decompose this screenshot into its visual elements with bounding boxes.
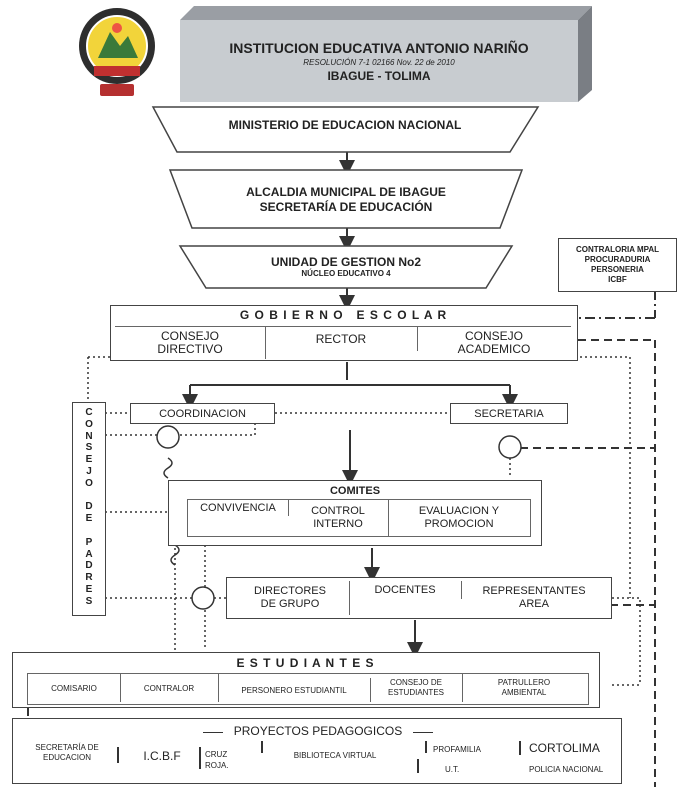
unidad-line-2: NÚCLEO EDUCATIVO 4 [301, 269, 391, 278]
ministerio-label: MINISTERIO DE EDUCACION NACIONAL [228, 118, 462, 132]
comite-convivencia: CONVIVENCIA [188, 500, 289, 516]
directivo-line-2: DIRECTIVO [157, 342, 223, 356]
alcaldia-line-1: ALCALDIA MUNICIPAL DE IBAGUE [246, 185, 446, 199]
header-3d-box: INSTITUCION EDUCATIVA ANTONIO NARIÑO RES… [180, 6, 600, 102]
docentes-box: DIRECTORES DE GRUPO DOCENTES REPRESENTAN… [226, 577, 612, 619]
academico-line-2: ACADEMICO [457, 342, 531, 356]
consejo-padres-letter: P [85, 536, 93, 548]
consejo-padres-letter: A [85, 548, 93, 560]
alcaldia-label: ALCALDIA MUNICIPAL DE IBAGUE SECRETARÍA … [170, 185, 522, 215]
directivo-line-1: CONSEJO [160, 329, 219, 343]
consejo-padres-letter [88, 490, 91, 502]
alcaldia-line-2: SECRETARÍA DE EDUCACIÓN [259, 200, 433, 214]
alcaldia-shape [168, 169, 524, 229]
secretaria-box: SECRETARIA [450, 403, 568, 424]
consejo-padres-letter: O [85, 418, 93, 430]
consejo-padres-letter: R [85, 572, 93, 584]
gobierno-title: G O B I E R N O E S C O L A R [239, 308, 448, 322]
consejo-padres-letter: D [85, 560, 93, 572]
consejo-directivo: CONSEJO DIRECTIVO [115, 327, 266, 359]
cruz-1: CRUZ [205, 750, 228, 759]
consejo-academico: CONSEJO ACADEMICO [417, 327, 571, 359]
directores-1: DIRECTORES [254, 585, 326, 597]
coordinacion-box: COORDINACION [130, 403, 275, 424]
unidad-line-1: UNIDAD DE GESTION No2 [270, 255, 421, 269]
comite-evaluacion: EVALUACION Y PROMOCION [388, 500, 530, 536]
patrullero-ambiental: PATRULLERO AMBIENTAL [462, 674, 586, 702]
proy-cortolima: CORTOLIMA [529, 741, 600, 755]
proy-profamilia: PROFAMILIA [433, 745, 482, 754]
proy-secretaria: SECRETARÍA DE EDUCACION [19, 743, 115, 763]
rector: RECTOR [265, 327, 418, 351]
cruz-2: ROJA. [205, 761, 229, 770]
estudiantes-title: E S T U D I A N T E S [236, 656, 375, 670]
control-line-1: CONTRALORIA MPAL [575, 245, 660, 254]
institution-title: INSTITUCION EDUCATIVA ANTONIO NARIÑO [229, 39, 529, 56]
consejo-padres-letter: D [85, 501, 93, 513]
proy-secretaria-1: SECRETARÍA DE [35, 743, 99, 752]
estudiantes-box: E S T U D I A N T E S COMISARIO CONTRALO… [12, 652, 600, 708]
proyectos-box: PROYECTOS PEDAGOGICOS SECRETARÍA DE EDUC… [12, 718, 622, 784]
control-line-4: ICBF [608, 275, 627, 284]
contralor: CONTRALOR [120, 674, 219, 702]
consejo-padres-letter: C [85, 407, 93, 418]
control-line-2: PROCURADURIA [584, 255, 651, 264]
unidad-label: UNIDAD DE GESTION No2 NÚCLEO EDUCATIVO 4 [180, 255, 512, 278]
consejo-est-1: CONSEJO DE [389, 678, 442, 687]
consejo-padres-letter: S [85, 595, 93, 607]
unidad-shape [178, 245, 514, 289]
representantes-1: REPRESENTANTES [482, 585, 586, 597]
directores-2: DE GRUPO [260, 598, 320, 610]
consejo-padres-letter: E [85, 583, 93, 595]
consejo-padres-letter: N [85, 430, 93, 442]
proy-secretaria-2: EDUCACION [42, 753, 91, 762]
comites-title: COMITES [329, 485, 381, 497]
consejo-padres-letter [88, 525, 91, 537]
proy-biblioteca: BIBLIOTECA VIRTUAL [293, 751, 377, 760]
comites-box: COMITES CONVIVENCIA CONTROL INTERNO EVAL… [168, 480, 542, 546]
ministerio-shape [151, 106, 540, 153]
consejo-padres-letter: S [85, 442, 93, 454]
evaluacion-1: EVALUACION Y [418, 505, 500, 517]
consejo-estudiantes: CONSEJO DE ESTUDIANTES [370, 674, 463, 702]
control-entities-box: CONTRALORIA MPAL PROCURADURIA PERSONERIA… [558, 238, 677, 292]
proyectos-title: PROYECTOS PEDAGOGICOS [223, 724, 413, 738]
patrullero-1: PATRULLERO [497, 678, 551, 687]
proy-cruz-roja: CRUZ ROJA. [205, 749, 245, 771]
representantes-2: AREA [519, 598, 549, 610]
representantes-area: REPRESENTANTES AREA [461, 581, 607, 615]
school-logo [76, 6, 158, 100]
comite-control-interno: CONTROL INTERNO [288, 500, 389, 536]
patrullero-2: AMBIENTAL [501, 688, 547, 697]
evaluacion-2: PROMOCION [424, 518, 494, 530]
docentes: DOCENTES [349, 581, 462, 599]
consejo-padres-letter: O [85, 477, 93, 489]
proy-icbf: I.C.B.F [143, 749, 181, 763]
consejo-padres-letter: E [85, 513, 93, 525]
proy-policia: POLICIA NACIONAL [529, 765, 604, 774]
control-line-3: PERSONERIA [591, 265, 644, 274]
control-interno-2: INTERNO [313, 518, 363, 530]
gobierno-escolar-box: G O B I E R N O E S C O L A R CONSEJO DI… [110, 305, 578, 361]
institution-city: IBAGUE - TOLIMA [327, 68, 431, 83]
consejo-est-2: ESTUDIANTES [387, 688, 444, 697]
directores-grupo: DIRECTORES DE GRUPO [231, 581, 350, 615]
consejo-padres-letter: E [85, 454, 93, 466]
control-interno-1: CONTROL [311, 505, 365, 517]
personero: PERSONERO ESTUDIANTIL [218, 678, 371, 702]
proy-ut: U.T. [445, 765, 460, 774]
institution-resolution: RESOLUCIÓN 7-1 02166 Nov. 22 de 2010 [303, 57, 455, 67]
comisario: COMISARIO [28, 674, 121, 702]
academico-line-1: CONSEJO [464, 329, 523, 343]
consejo-padres-letter: J [86, 465, 92, 477]
